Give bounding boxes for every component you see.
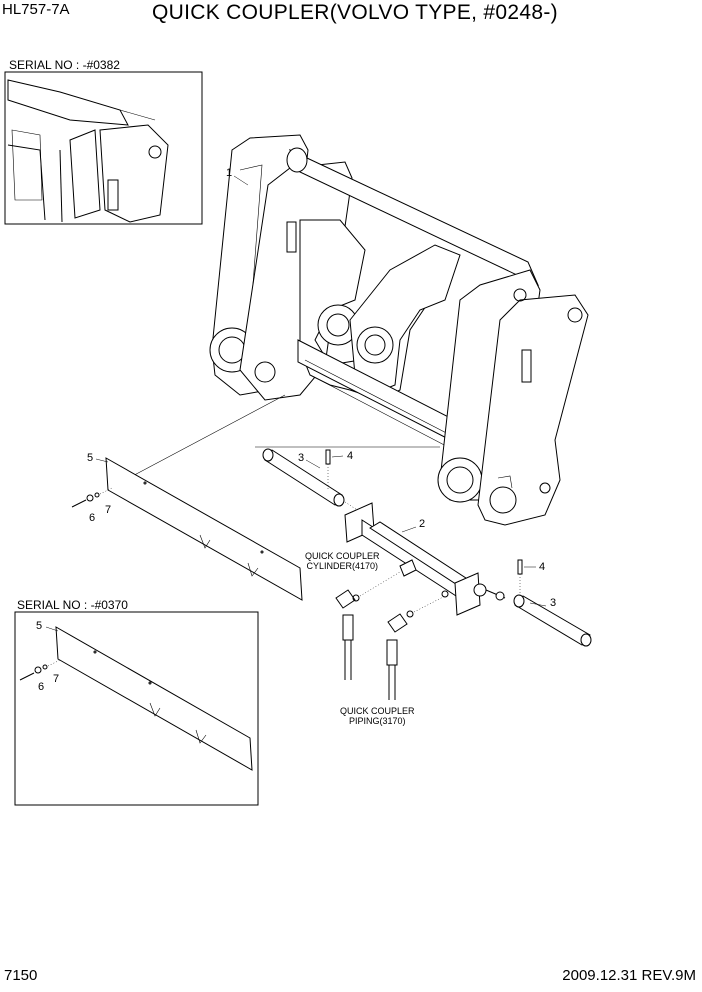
date-revision: 2009.12.31 REV.9M <box>562 967 696 984</box>
callout-3-left: 3 <box>298 452 305 464</box>
cylinder-note-line2: CYLINDER(4170) <box>306 560 379 571</box>
wear-plate-lower <box>55 626 253 771</box>
callout-5-lower: 5 <box>36 620 43 632</box>
lower-serial-label: SERIAL NO : -#0370 <box>17 598 128 612</box>
callout-2: 2 <box>419 518 426 530</box>
coupler-cylinder <box>344 502 506 616</box>
cylinder-note-line1: QUICK COUPLER <box>305 551 380 561</box>
piping-fittings <box>335 571 446 700</box>
callout-4-right: 4 <box>539 561 546 573</box>
page-title: QUICK COUPLER(VOLVO TYPE, #0248-) <box>152 1 558 24</box>
wear-plate-upper <box>105 457 303 601</box>
piping-note-line2: PIPING(3170) <box>348 715 406 726</box>
callout-4-left: 4 <box>347 450 354 462</box>
piping-note-line1: QUICK COUPLER <box>340 706 415 716</box>
lower-inset-frame <box>14 611 259 806</box>
callout-6-lower: 6 <box>38 681 45 693</box>
page-number: 7150 <box>4 967 38 984</box>
upper-inset-detail <box>7 79 169 223</box>
callout-7-upper: 7 <box>105 504 112 516</box>
callout-3-right: 3 <box>550 597 557 609</box>
model-number: HL757-7A <box>2 1 70 18</box>
coupler-frame <box>209 134 589 526</box>
cylinder-note: QUICK COUPLER CYLINDER(4170) <box>305 551 380 572</box>
callout-1: 1 <box>226 167 233 179</box>
callout-6-upper: 6 <box>89 512 96 524</box>
callout-7-lower: 7 <box>53 673 60 685</box>
upper-serial-label: SERIAL NO : -#0382 <box>9 58 120 72</box>
upper-inset-frame <box>4 71 203 225</box>
piping-note: QUICK COUPLER PIPING(3170) <box>340 706 415 727</box>
callout-5-upper: 5 <box>87 452 94 464</box>
